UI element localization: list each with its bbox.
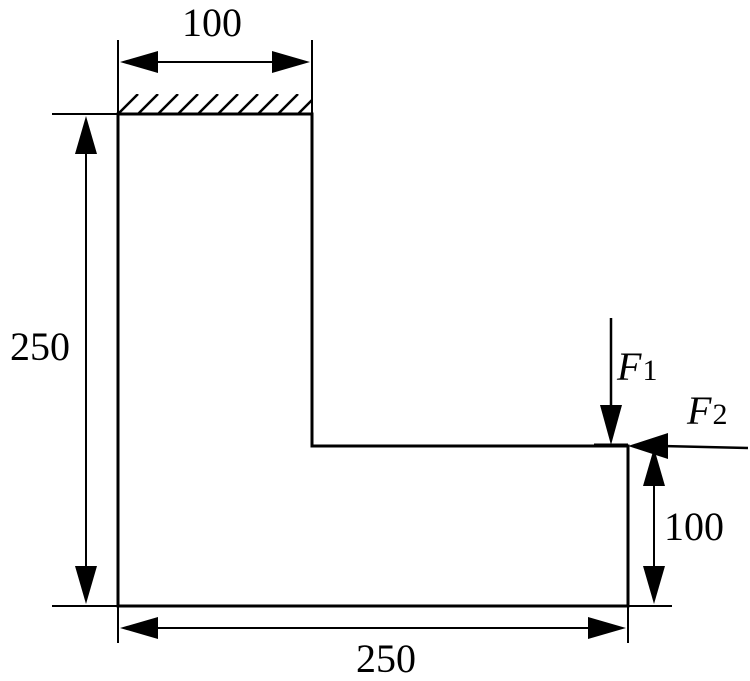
dimension-label-left: 250 (10, 324, 70, 369)
dimension-left-height: 250 (10, 116, 97, 604)
l-shape-outline (116, 112, 630, 608)
arrowhead-up (643, 448, 665, 486)
dimension-bottom-width: 250 (120, 617, 626, 681)
dimension-label-top: 100 (182, 0, 242, 45)
arrowhead-down (75, 566, 97, 604)
arrowhead-left (120, 617, 158, 639)
dimension-label-bottom: 250 (356, 636, 416, 681)
fixed-support-hatching (118, 94, 312, 114)
dimension-right-height: 100 (643, 448, 724, 604)
arrowhead-up (75, 116, 97, 154)
arrowhead-left (120, 51, 158, 73)
force-f1-arrowhead (600, 405, 622, 445)
arrowhead-down (643, 566, 665, 604)
force-f1: F1 (594, 318, 657, 447)
force-f1-label: F1 (616, 344, 657, 389)
extension-lines (52, 40, 672, 643)
dimension-label-right: 100 (664, 504, 724, 549)
force-f2-arrowhead (628, 433, 668, 459)
force-f2: F2 (628, 388, 749, 459)
arrowhead-right (272, 51, 310, 73)
dimension-top-width: 100 (120, 0, 310, 73)
force-f2-label: F2 (686, 388, 727, 433)
arrowhead-right (588, 617, 626, 639)
